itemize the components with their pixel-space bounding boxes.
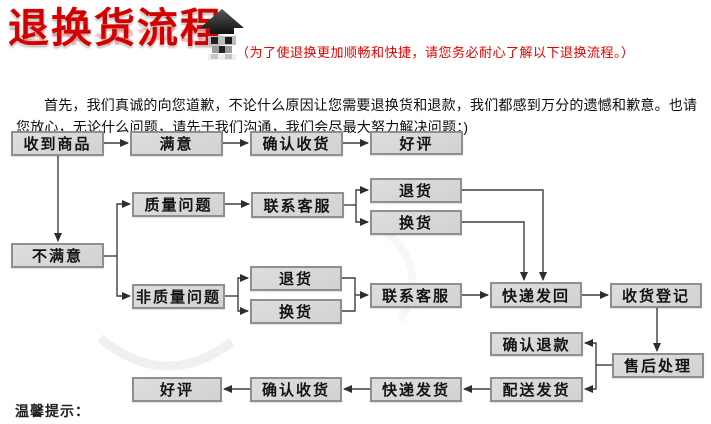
flow-connector: [462, 189, 547, 281]
house-arrow-icon: [200, 9, 244, 60]
flow-connector: [342, 277, 356, 295]
intro-paragraph: 首先，我们真诚的向您道歉，不论什么原因让您需要退换货和退款，我们都感到万分的遗憾…: [16, 97, 698, 135]
flow-node-huanhuo-2: 换货: [250, 299, 342, 324]
flow-node-peisong-fahuo: 配送发货: [490, 377, 583, 402]
flow-node-shouhuo-dengji: 收货登记: [610, 283, 702, 308]
flow-node-lianxi-kefu-1: 联系客服: [251, 192, 344, 218]
flow-node-kuaidi-fahui: 快递发回: [490, 282, 582, 308]
flow-connector: [355, 205, 369, 226]
flow-node-lianxi-kefu-2: 联系客服: [370, 283, 462, 308]
flow-node-queren-tuikuan: 确认退款: [490, 332, 583, 356]
header-subtitle: （为了使退换更加顺畅和快捷，请您务必耐心了解以下退换流程。）: [236, 45, 635, 60]
flow-connector: [355, 186, 369, 205]
flow-node-kuaidi-fahuo: 快递发货: [370, 377, 462, 402]
flow-node-haoping-2: 好评: [132, 377, 222, 402]
flow-node-huanhuo-1: 换货: [370, 210, 462, 235]
flow-connector: [237, 274, 249, 296]
flow-node-fei-zhiliang-wenti: 非质量问题: [132, 284, 225, 309]
flow-node-queren-shouhuo-1: 确认收货: [250, 131, 343, 156]
flow-node-bu-manyi: 不满意: [11, 243, 104, 268]
page-title: 退换货流程: [8, 5, 223, 51]
flow-node-shoudao-shangpin: 收到商品: [11, 131, 104, 156]
flow-node-queren-shouhuo-2: 确认收货: [250, 377, 342, 402]
flow-connector: [342, 295, 356, 312]
warm-tip-label: 温馨提示：: [15, 403, 90, 419]
flow-node-tuihuo-2: 退货: [250, 266, 342, 291]
flow-node-tuihuo-1: 退货: [370, 178, 462, 203]
flow-connector: [116, 200, 131, 256]
flow-connector: [462, 221, 528, 281]
flow-connector: [237, 296, 249, 315]
flow-node-haoping-1: 好评: [370, 131, 463, 155]
flow-node-shouhou-chuli: 售后处理: [612, 353, 704, 378]
flow-connector: [116, 256, 131, 300]
flow-connector: [584, 339, 597, 365]
flow-connector: [584, 365, 597, 393]
flow-node-zhiliang-wenti: 质量问题: [132, 192, 225, 217]
flow-node-manyi: 满意: [130, 131, 223, 156]
